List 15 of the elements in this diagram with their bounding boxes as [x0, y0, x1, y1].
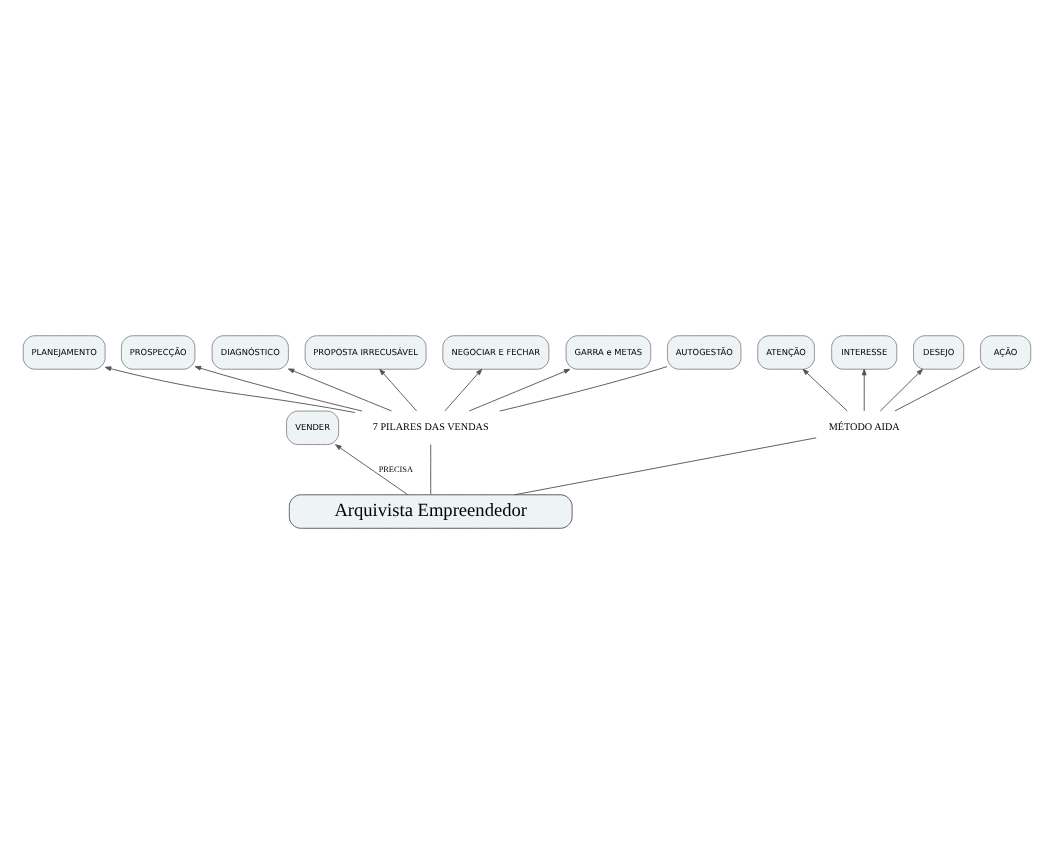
arrow [103, 366, 355, 413]
arrow [801, 368, 847, 412]
connector [893, 366, 980, 412]
arrow [443, 368, 482, 412]
connector [498, 366, 667, 412]
node-box: Arquivista Empreendedor [287, 494, 572, 529]
arrow [193, 365, 362, 412]
arrow [378, 368, 417, 412]
arrow [334, 444, 408, 496]
connector [429, 444, 431, 495]
arrow [467, 368, 570, 412]
connector [513, 437, 816, 496]
arrow [860, 368, 866, 412]
arrow [286, 368, 392, 412]
arrow [878, 368, 922, 412]
